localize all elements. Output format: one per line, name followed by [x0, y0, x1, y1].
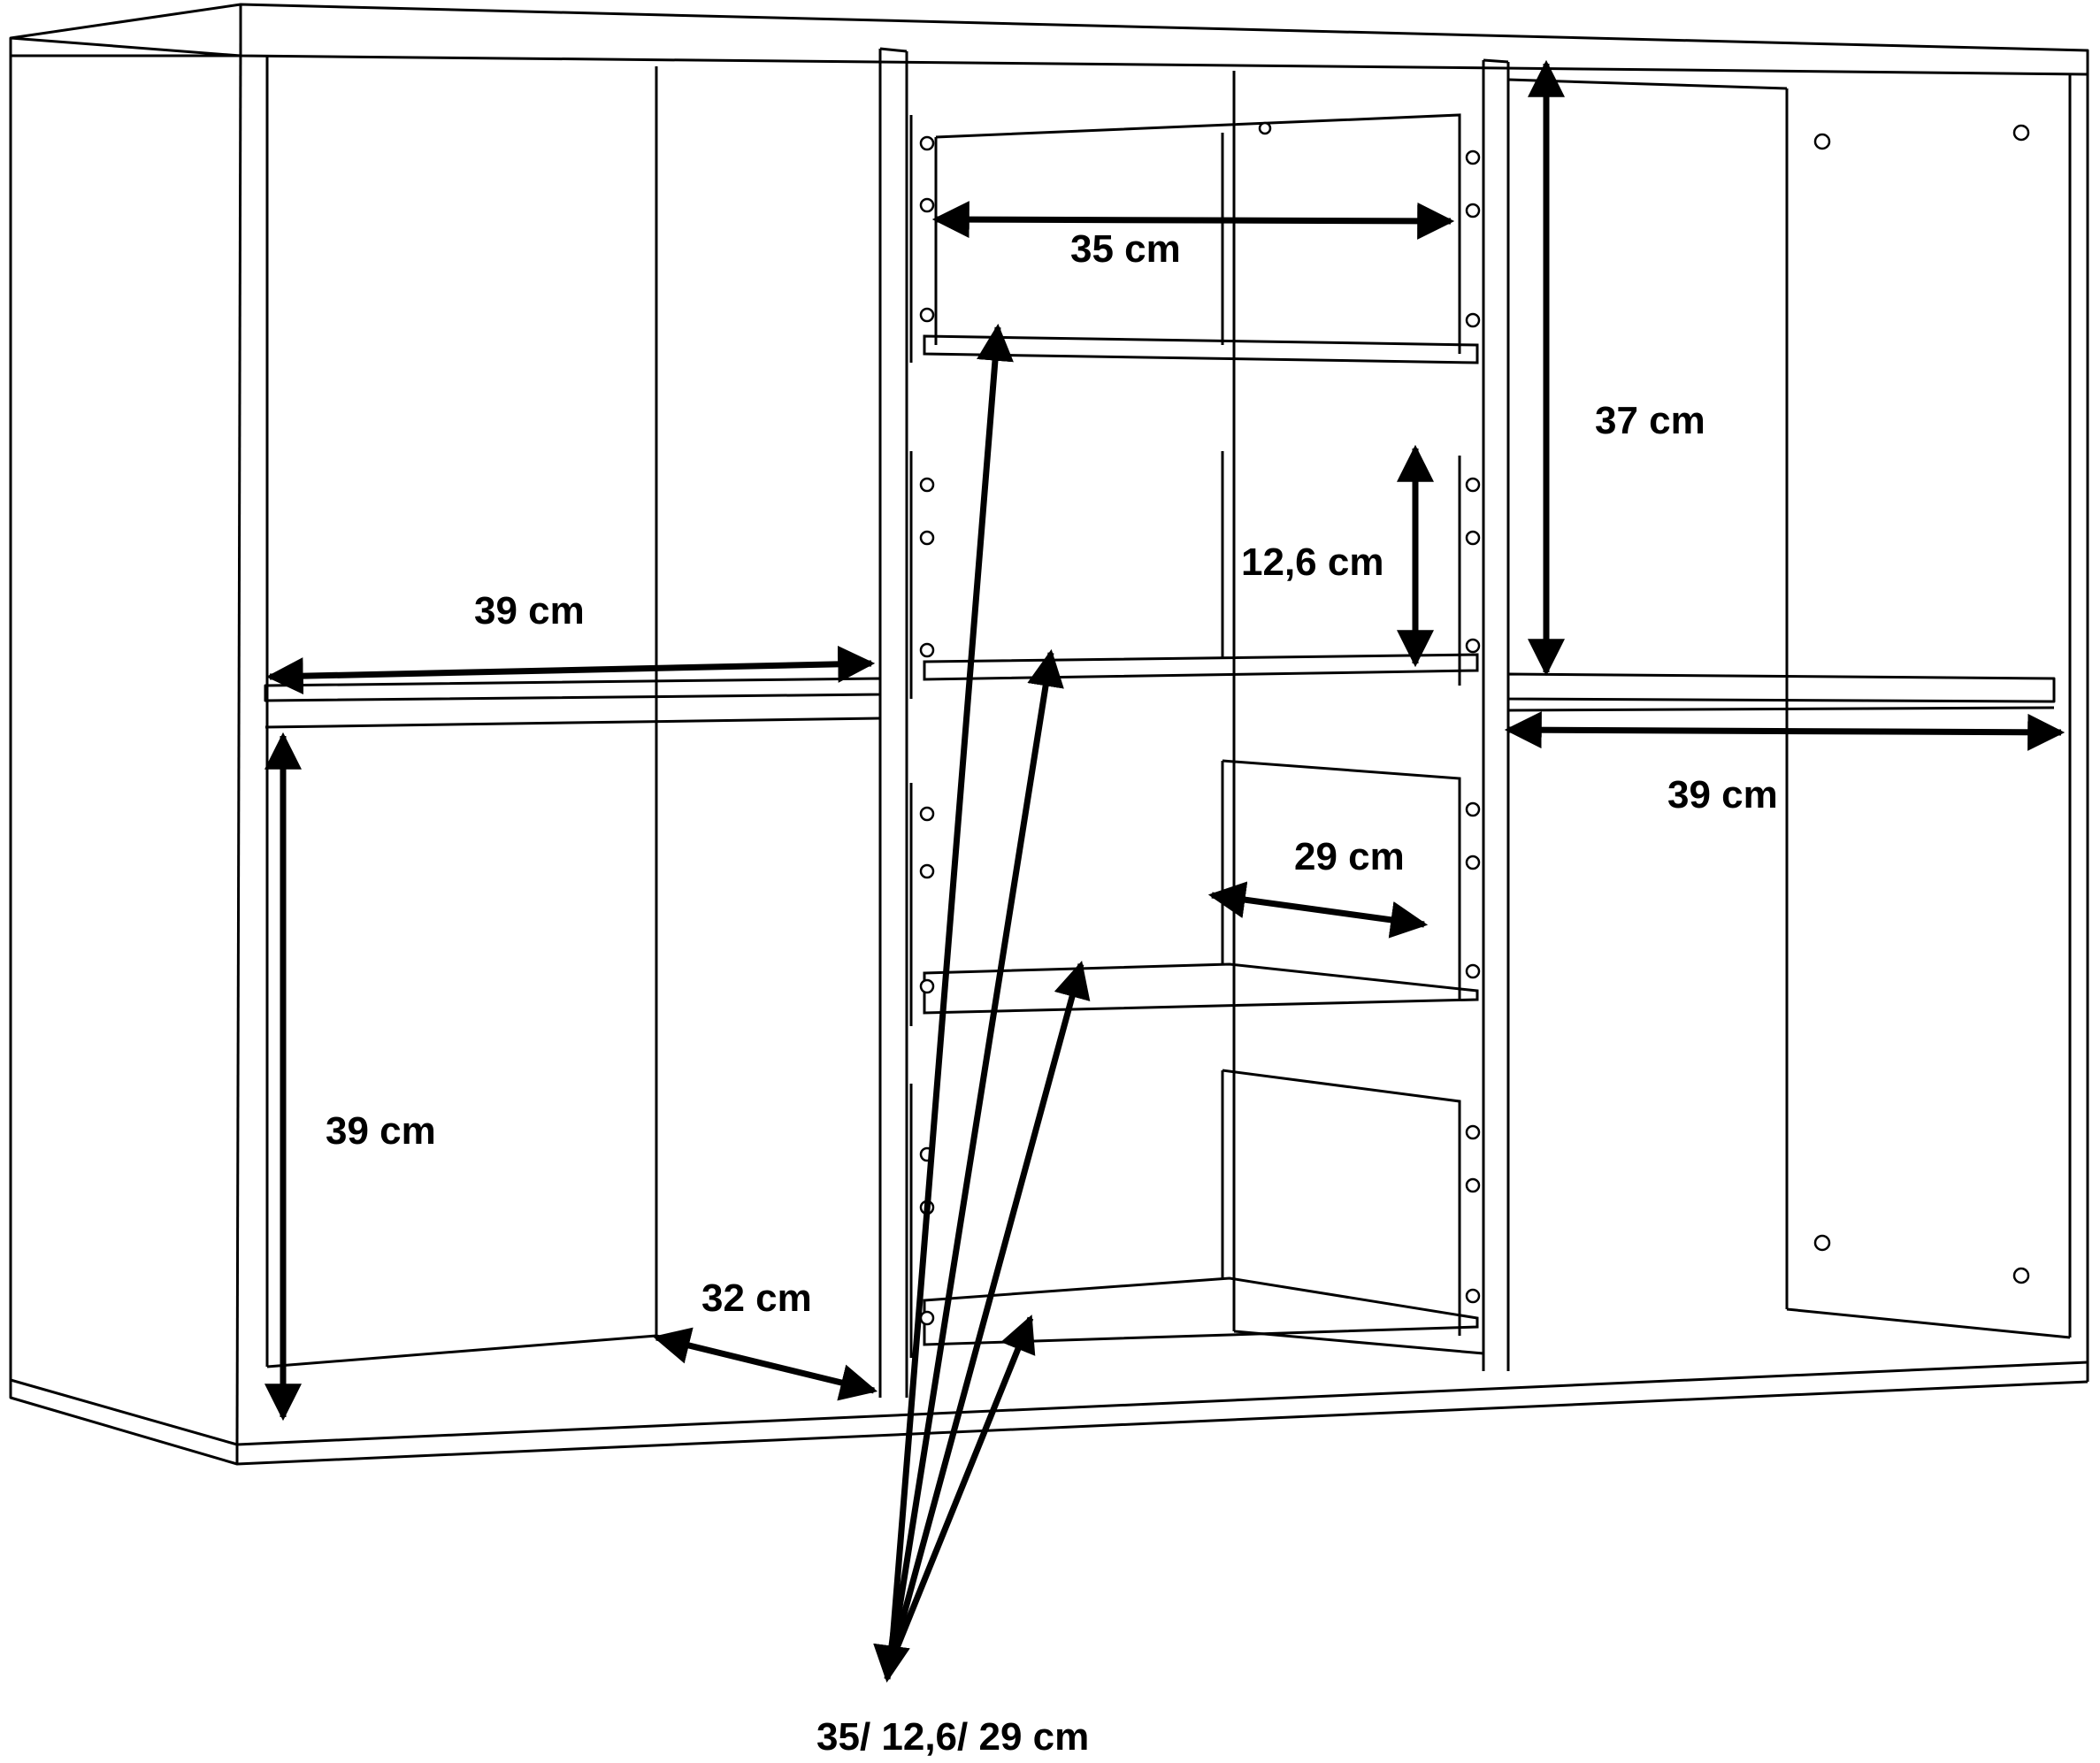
- leader-tip: [873, 1618, 910, 1683]
- arrow-drawer-width: [931, 201, 1455, 240]
- leader-4: [887, 1315, 1036, 1665]
- cabinet-body: [9, 3, 2089, 1466]
- label-left-height: 39 cm: [326, 1109, 436, 1153]
- dimension-labels: 35 cm 37 cm 12,6 cm 39 cm 39 cm 29 cm 39…: [326, 227, 1778, 1759]
- label-right-height: 37 cm: [1595, 399, 1705, 442]
- drawer-1: [909, 113, 1479, 364]
- arrow-right-width: [1504, 711, 2066, 751]
- leader-1: [887, 323, 1014, 1664]
- drawer-2: [909, 451, 1479, 699]
- arrow-drawer-depth: [1207, 881, 1429, 939]
- label-right-width: 39 cm: [1667, 773, 1778, 816]
- label-drawer-summary: 35/ 12,6/ 29 cm: [816, 1715, 1089, 1759]
- arrow-left-width: [265, 645, 876, 695]
- label-drawer-width: 35 cm: [1070, 227, 1181, 271]
- leader-3: [887, 960, 1091, 1664]
- label-drawer-height: 12,6 cm: [1241, 540, 1383, 584]
- arrow-left-depth: [652, 1327, 878, 1401]
- label-left-width: 39 cm: [474, 589, 585, 632]
- label-left-depth: 32 cm: [701, 1276, 812, 1320]
- label-drawer-depth: 29 cm: [1294, 835, 1405, 878]
- leader-2: [887, 648, 1064, 1664]
- runner-screws: [919, 121, 2030, 1326]
- dimension-arrows: [264, 59, 2066, 1683]
- drawer-4: [909, 1069, 1479, 1358]
